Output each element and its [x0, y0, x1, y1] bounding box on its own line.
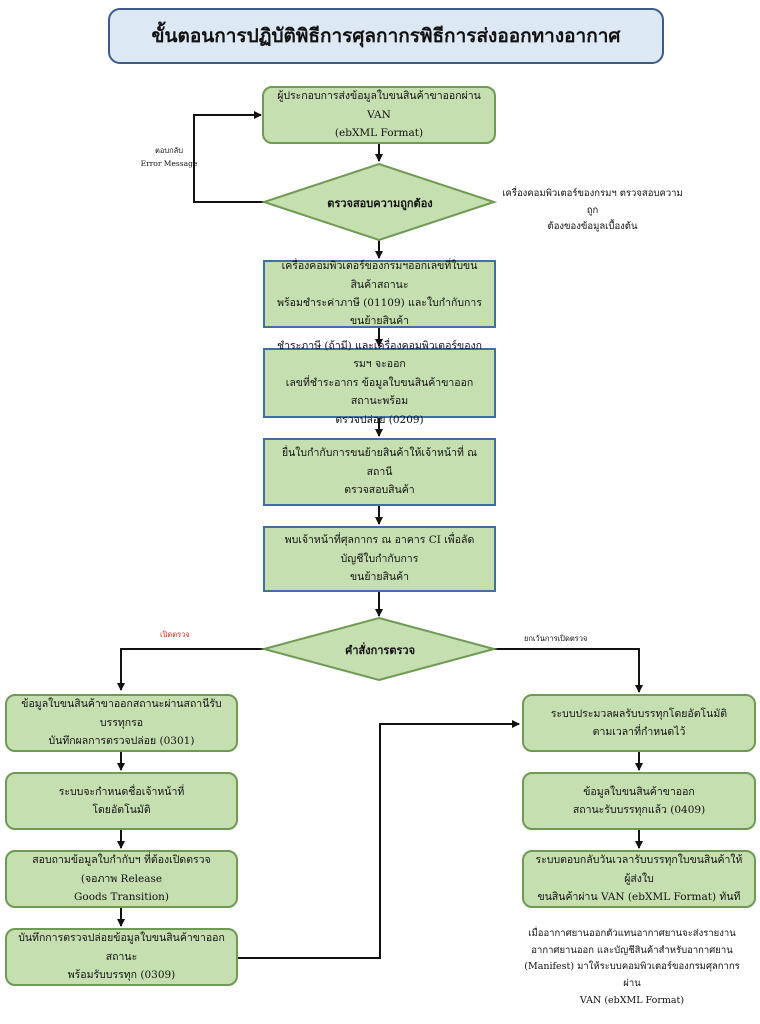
step-awaiting-release-record: ข้อมูลใบขนสินค้าขาออกสถานะผ่านสถานีรับบร… — [5, 694, 238, 752]
step-reply-loading-time: ระบบตอบกลับวันเวลารับบรรทุกใบขนสินค้าให้… — [522, 850, 756, 908]
step-loaded-status: ข้อมูลใบขนสินค้าขาออก สถานะรับบรรทุกแล้ว… — [522, 772, 756, 830]
step-submit-export-entry: ผู้ประกอบการส่งข้อมูลใบขนสินค้าขาออกผ่าน… — [262, 86, 496, 144]
open-inspection-label: เปิดตรวจ — [160, 630, 190, 639]
step-record-release: บันทึกการตรวจปล่อยข้อมูลใบขนสินค้าขาออก … — [5, 928, 238, 986]
page-title: ขั้นตอนการปฏิบัติพิธีการศุลกากรพิธีการส่… — [108, 8, 664, 64]
arrow-d2-right — [494, 648, 643, 693]
step-meet-customs-officer: พบเจ้าหน้าที่ศุลกากร ณ อาคาร CI เพื่อลัด… — [263, 526, 496, 592]
page-title-text: ขั้นตอนการปฏิบัติพิธีการศุลกากรพิธีการส่… — [151, 25, 621, 47]
decision-check-label: ตรวจสอบความถูกต้อง — [327, 197, 433, 210]
step-issue-entry-number: เครื่องคอมพิวเตอร์ของกรมฯออกเลขที่ใบขนสิ… — [263, 260, 496, 328]
step-pay-duty: ชำระภาษี (ถ้ามี) และเครื่องคอมพิวเตอร์ขอ… — [263, 340, 496, 426]
arrow-d2-left — [117, 648, 264, 691]
decision-inspection-diamond — [260, 616, 498, 682]
decision-inspection-label: คำสั่งการตรวจ — [344, 644, 416, 657]
manifest-note: เมื่ออากาศยานออกตัวแทนอากาศยานจะส่งรายงา… — [524, 928, 740, 1006]
step-query-release-goods: สอบถามข้อมูลใบกำกับฯ ที่ต้องเปิดตรวจ (จอ… — [5, 850, 238, 908]
step-auto-loading-process: ระบบประมวลผลรับบรรทุกโดยอัตโนมัติ ตามเวล… — [522, 694, 756, 752]
computer-check-note: เครื่องคอมพิวเตอร์ของกรมฯ ตรวจสอบความถูก… — [502, 188, 683, 233]
step-submit-transfer-document: ยื่นใบกำกับการขนย้ายสินค้าให้เจ้าหน้าที่… — [263, 438, 496, 506]
arrow-l4-r1 — [237, 720, 520, 959]
step-auto-assign-officer: ระบบจะกำหนดชื่อเจ้าหน้าที่ โดยอัตโนมัติ — [5, 772, 238, 830]
decision-check-diamond — [260, 162, 498, 242]
arrow-error-loop — [193, 111, 264, 203]
error-message-note: ตอบกลับ Error Message — [140, 146, 198, 169]
exempt-inspection-label: ยกเว้นการเปิดตรวจ — [524, 634, 588, 643]
